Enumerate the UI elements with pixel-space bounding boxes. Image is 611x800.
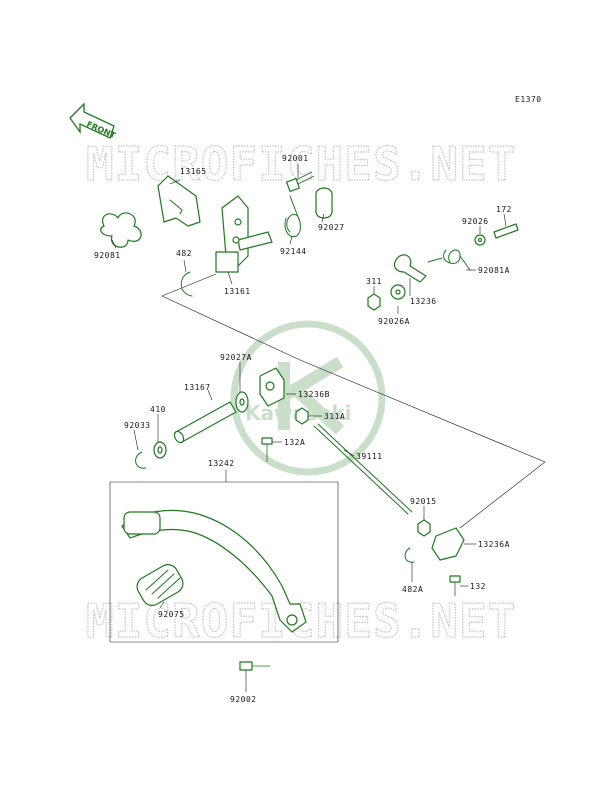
label-132: 132 [470,582,486,591]
label-92075: 92075 [158,610,185,619]
part-92081-spring-clip [100,212,142,248]
part-92026-washer [474,234,486,246]
part-482A-circlip [404,547,415,563]
label-311: 311 [366,277,382,286]
label-92027: 92027 [318,223,345,232]
label-92015: 92015 [410,497,437,506]
front-arrow-icon: FRONT [69,102,117,140]
kawasaki-logo: Kawasaki [230,320,386,476]
part-482-circlip [180,271,193,297]
assembly-outline [161,273,546,529]
label-482: 482 [176,249,192,258]
label-92144: 92144 [280,247,307,256]
part-13167-shaft [173,401,237,444]
diagram-code: E1370 [515,95,542,104]
part-labels: 13165 92001 92081 92144 92027 482 13161 … [94,154,512,704]
part-92002-bolt [239,661,270,671]
label-92081A: 92081A [478,266,510,275]
label-13236A: 13236A [478,540,510,549]
part-172-stud [493,223,519,239]
leader-lines [111,164,507,692]
part-311-nut [367,293,381,311]
label-92026: 92026 [462,217,489,226]
part-92027-collar [315,187,333,219]
label-13242: 13242 [208,459,235,468]
label-482A: 482A [402,585,423,594]
part-92001-bolt [285,171,315,193]
part-92033-circlip [135,451,147,469]
label-92027A: 92027A [220,353,252,362]
part-92015-nut [417,519,431,537]
part-132A-bolt [261,437,273,462]
label-311A: 311A [324,412,345,421]
label-13167: 13167 [184,383,211,392]
part-13242-shift-pedal [121,509,307,633]
label-132A: 132A [284,438,305,447]
label-13236B: 13236B [298,390,330,399]
watermark-top: MICROFICHES.NET [86,137,516,191]
part-92144-spring [284,195,301,238]
pedal-box [109,481,339,643]
label-92002: 92002 [230,695,257,704]
part-132-bolt [449,575,461,596]
part-92075-pedal-rubber [136,564,184,606]
part-92081A-spring [427,249,471,271]
label-13165: 13165 [180,167,207,176]
part-311A-nut [295,407,309,425]
part-13236B-arm [259,367,285,407]
label-92033: 92033 [124,421,151,430]
label-13236: 13236 [410,297,437,306]
label-172: 172 [496,205,512,214]
part-13161-shift-shaft [215,195,273,273]
part-13236-arm [393,254,427,283]
label-39111: 39111 [356,452,383,461]
label-13161: 13161 [224,287,251,296]
label-92026A: 92026A [378,317,410,326]
part-13165-plate [157,175,201,227]
part-13236A-arm [431,527,465,561]
label-92001: 92001 [282,154,309,163]
label-92081: 92081 [94,251,121,260]
part-410-washer [153,441,167,459]
part-39111-rod [313,423,413,515]
label-410: 410 [150,405,166,414]
part-92027A-washer [235,391,249,413]
part-92026A-washer [390,284,406,300]
